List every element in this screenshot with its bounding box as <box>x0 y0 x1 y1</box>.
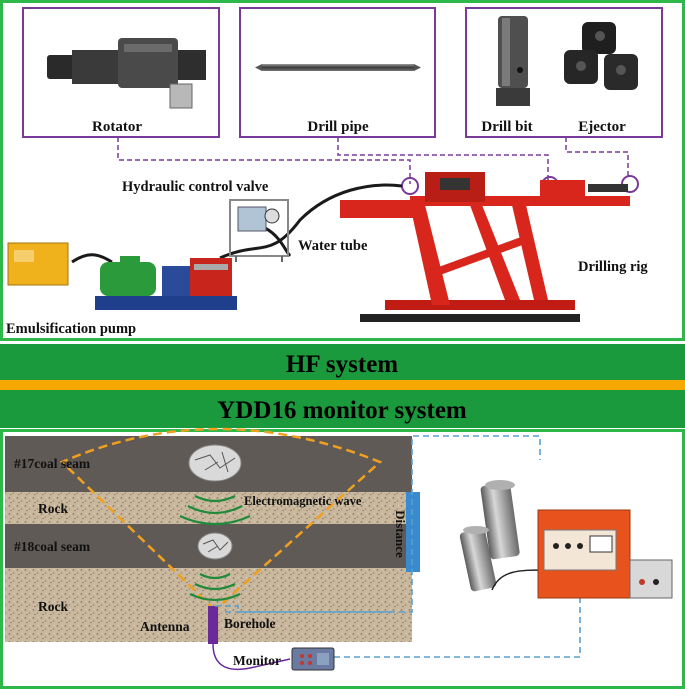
distance-label: Distance <box>393 510 408 558</box>
emulsification-pump-image <box>7 242 237 310</box>
signal-lines <box>215 435 581 658</box>
distance-bar <box>406 492 420 572</box>
rotator-image <box>47 38 206 109</box>
detection-cone <box>59 427 383 612</box>
antenna-probe <box>208 606 218 644</box>
drill-bit-label: Drill bit <box>481 119 532 135</box>
drilling-rig-label: Drilling rig <box>578 259 648 275</box>
hf-band <box>0 344 685 380</box>
ejector-label: Ejector <box>578 119 626 135</box>
antenna-label: Antenna <box>140 619 190 634</box>
water-station-image <box>229 199 289 262</box>
separator-band <box>0 380 685 390</box>
rock1-layer <box>5 492 412 524</box>
hf-system-title: HF system <box>286 351 398 378</box>
drill-pipe-callout-box <box>239 7 436 138</box>
rock1-label: Rock <box>38 501 68 516</box>
em-wave-label: Electromagnetic wave <box>244 494 362 508</box>
rock2-label: Rock <box>38 599 68 614</box>
ydd-band <box>0 390 685 428</box>
coal18-label: #18coal seam <box>14 539 91 554</box>
drill-bit-image <box>496 16 530 106</box>
emulsification-pump-label: Emulsification pump <box>6 321 136 337</box>
antenna-cable <box>212 643 291 671</box>
water-tube-label: Water tube <box>298 238 368 254</box>
borehole-label: Borehole <box>224 616 276 631</box>
monitor-label: Monitor <box>233 653 281 668</box>
monitor-device <box>291 647 335 671</box>
em-wave-arcs <box>179 495 251 602</box>
coal17-label: #17coal seam <box>14 456 91 471</box>
hydraulic-control-valve-label: Hydraulic control valve <box>122 179 269 195</box>
ydd16-monitor-title: YDD16 monitor system <box>217 397 467 424</box>
drilling-rig-image <box>340 172 630 322</box>
fracture-zone-2 <box>197 532 233 560</box>
drill-pipe-label: Drill pipe <box>307 119 369 135</box>
rotator-label: Rotator <box>92 119 142 135</box>
drill-pipe-image <box>255 64 421 71</box>
ejector-image <box>564 22 638 90</box>
fracture-zone-1 <box>188 444 242 482</box>
callout-leader-lines <box>117 137 629 184</box>
monitor-equipment-image <box>459 480 673 599</box>
